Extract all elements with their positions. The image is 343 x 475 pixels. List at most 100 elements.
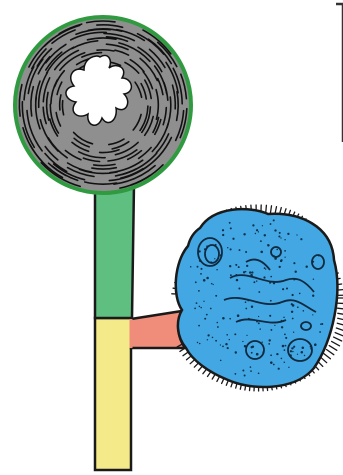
stipple-dot [279, 232, 281, 234]
stipple-dot [280, 237, 281, 238]
stipple-dot [214, 258, 215, 259]
stipple-dot [197, 342, 198, 343]
stipple-dot [245, 301, 247, 303]
stipple-dot [216, 269, 217, 270]
stipple-dot [284, 362, 286, 364]
stipple-dot [278, 235, 280, 237]
stipple-dot [196, 302, 198, 304]
stipple-dot [258, 316, 259, 317]
cilium [336, 328, 343, 331]
stipple-dot [229, 222, 231, 224]
stipple-dot [220, 360, 222, 362]
stipple-dot [288, 367, 289, 368]
stipple-dot [299, 293, 301, 295]
stipple-dot [211, 283, 213, 285]
ciliated-cell [172, 205, 343, 391]
stipple-dot [291, 347, 293, 349]
stipple-dot [194, 308, 196, 310]
stipple-dot [280, 259, 282, 261]
stipple-dot [274, 229, 276, 231]
stipple-dot [264, 234, 266, 236]
stipple-dot [235, 264, 237, 266]
bulb [15, 17, 191, 193]
stipple-dot [284, 239, 285, 240]
stipple-dot [215, 295, 217, 297]
stipple-dot [265, 268, 266, 269]
stipple-dot [245, 308, 247, 310]
stipple-dot [227, 247, 228, 248]
stipple-dot [230, 248, 232, 250]
stipple-dot [263, 276, 265, 278]
stipple-dot [250, 370, 252, 372]
stipple-dot [276, 353, 278, 355]
stipple-dot [249, 271, 251, 273]
stipple-dot [229, 265, 231, 267]
stipple-dot [207, 334, 209, 336]
stipple-dot [293, 346, 295, 348]
stipple-dot [222, 234, 224, 236]
stipple-dot [256, 353, 259, 356]
stipple-dot [287, 233, 289, 235]
stipple-dot [259, 328, 260, 329]
stipple-dot [262, 342, 263, 343]
cell-body [176, 209, 338, 387]
stipple-dot [237, 314, 240, 317]
stipple-dot [304, 355, 305, 356]
stipple-dot [252, 224, 254, 226]
stipple-dot [258, 231, 259, 232]
stipple-dot [239, 249, 241, 251]
stipple-dot [200, 268, 202, 270]
cilium [337, 323, 343, 326]
stipple-dot [284, 256, 285, 257]
stipple-dot [235, 351, 237, 353]
stipple-dot [286, 287, 288, 289]
stipple-dot [290, 350, 292, 352]
stipple-dot [260, 240, 262, 242]
stipple-dot [260, 251, 263, 254]
stipple-dot [312, 314, 313, 315]
cilium [332, 341, 340, 345]
stipple-dot [217, 326, 219, 328]
stipple-dot [206, 314, 208, 316]
stipple-dot [226, 334, 228, 336]
stipple-dot [243, 271, 245, 273]
stipple-dot [197, 266, 199, 268]
stipple-dot [225, 343, 227, 345]
stipple-dot [198, 325, 200, 327]
cilium [334, 337, 342, 341]
stipple-dot [312, 295, 314, 297]
stipple-dot [305, 265, 307, 267]
stipple-dot [246, 265, 248, 267]
cilium [338, 308, 343, 309]
stipple-dot [285, 337, 287, 339]
stipple-dot [234, 373, 236, 375]
stipple-dot [270, 354, 272, 356]
stipple-dot [269, 339, 271, 341]
stipple-dot [250, 366, 252, 368]
stipple-dot [313, 279, 314, 280]
stipple-dot [292, 351, 293, 352]
stipple-dot [243, 233, 245, 235]
stipple-dot [301, 351, 304, 354]
stipple-dot [229, 318, 231, 320]
stipple-dot [206, 277, 209, 280]
stipple-dot [321, 323, 323, 325]
stalk-lower-yellow [95, 318, 131, 470]
stipple-dot [227, 347, 229, 349]
stipple-dot [264, 267, 266, 269]
stipple-dot [293, 262, 295, 264]
stipple-dot [212, 337, 214, 339]
cilium [327, 350, 334, 355]
stipple-dot [199, 306, 201, 308]
stipple-dot [198, 290, 200, 292]
stipple-dot [232, 238, 234, 240]
stipple-dot [252, 346, 254, 348]
stipple-dot [238, 266, 240, 268]
cilium [335, 333, 343, 336]
stipple-dot [282, 345, 285, 348]
stipple-dot [210, 308, 212, 310]
stipple-dot [300, 238, 302, 240]
stipple-dot [238, 288, 240, 290]
stipple-dot [258, 372, 260, 374]
stipple-dot [284, 250, 286, 252]
